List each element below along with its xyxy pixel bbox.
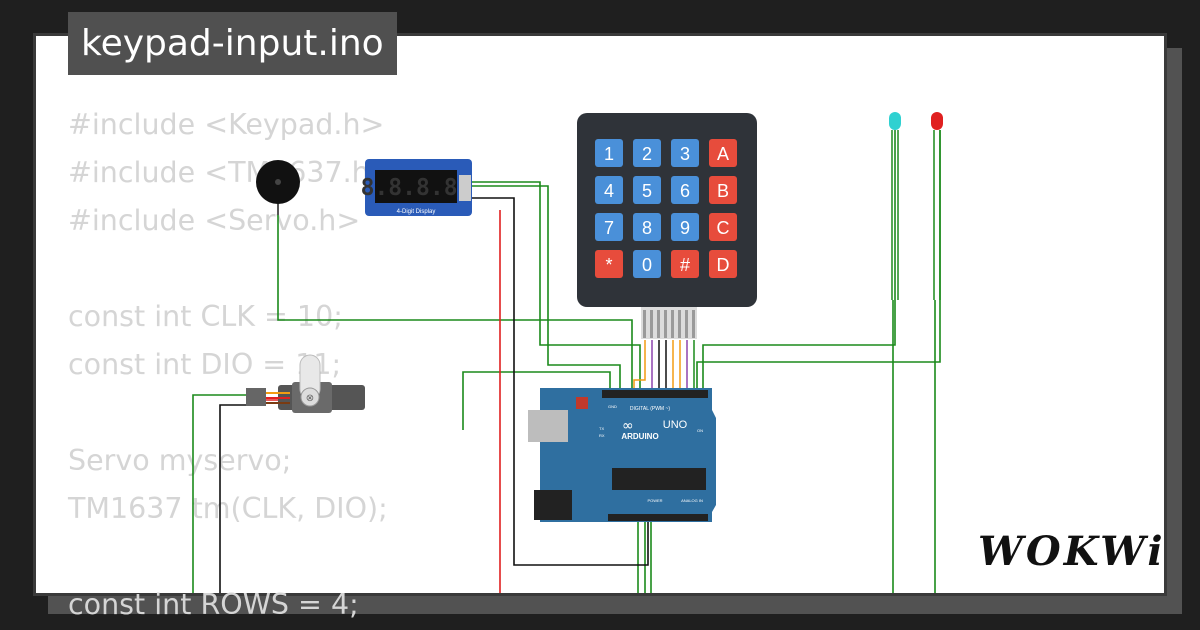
code-preview: #include <Keypad.h>#include <TM1637.h>#i… xyxy=(68,101,394,629)
code-line: const int CLK = 10; xyxy=(68,300,343,333)
keypad-key[interactable]: B xyxy=(709,176,737,204)
svg-text:TX: TX xyxy=(599,426,604,431)
key-label: 7 xyxy=(604,218,614,238)
display-digits: 8.8.8.8. xyxy=(361,175,472,201)
servo-motor[interactable]: ⊗ xyxy=(246,354,365,413)
keypad-wires xyxy=(633,340,695,392)
svg-text:∞: ∞ xyxy=(622,418,634,434)
keypad-key[interactable]: * xyxy=(595,250,623,278)
key-label: B xyxy=(717,181,729,201)
keypad-key[interactable]: 4 xyxy=(595,176,623,204)
keypad-key[interactable]: 2 xyxy=(633,139,661,167)
code-line: const int ROWS = 4; xyxy=(68,588,359,621)
project-title[interactable]: keypad-input.ino xyxy=(68,12,397,75)
keypad-key[interactable]: 6 xyxy=(671,176,699,204)
key-label: 4 xyxy=(604,181,614,201)
keypad-pin xyxy=(643,310,646,338)
keypad-key[interactable]: 8 xyxy=(633,213,661,241)
code-line: TM1637 tm(CLK, DIO); xyxy=(68,492,388,525)
key-label: D xyxy=(717,255,730,275)
keypad-pin xyxy=(650,310,653,338)
svg-text:GND: GND xyxy=(608,404,617,409)
key-label: 1 xyxy=(604,144,614,164)
svg-text:DIGITAL (PWM ~): DIGITAL (PWM ~) xyxy=(630,406,670,412)
key-label: * xyxy=(605,255,612,275)
svg-text:⊗: ⊗ xyxy=(306,393,314,404)
key-label: # xyxy=(680,255,690,275)
key-label: 3 xyxy=(680,144,690,164)
key-label: A xyxy=(717,144,729,164)
key-label: 9 xyxy=(680,218,690,238)
code-line: Servo myservo; xyxy=(68,444,292,477)
keypad-key[interactable]: 5 xyxy=(633,176,661,204)
key-label: 0 xyxy=(642,255,652,275)
keypad-key[interactable]: D xyxy=(709,250,737,278)
keypad-key[interactable]: 1 xyxy=(595,139,623,167)
keypad-pin xyxy=(664,310,667,338)
key-label: 6 xyxy=(680,181,690,201)
keypad-key[interactable]: 3 xyxy=(671,139,699,167)
arduino-uno[interactable]: DIGITAL (PWM ~) GND ARDUINO UNO ∞ TX RX … xyxy=(528,388,716,522)
key-label: 5 xyxy=(642,181,652,201)
svg-text:UNO: UNO xyxy=(663,419,688,431)
seven-segment-display[interactable]: 8.8.8.8. 4-Digit Display xyxy=(361,159,472,216)
svg-text:POWER: POWER xyxy=(647,498,662,503)
keypad-key[interactable]: A xyxy=(709,139,737,167)
led-cyan[interactable] xyxy=(889,112,901,300)
svg-text:RX: RX xyxy=(599,433,605,438)
membrane-keypad[interactable]: 1 2 3 A 4 5 6 B 7 8 9 C * 0 # D xyxy=(577,113,757,339)
keypad-pin xyxy=(685,310,688,338)
keypad-pin xyxy=(671,310,674,338)
led-red[interactable] xyxy=(931,112,943,300)
key-label: C xyxy=(717,218,730,238)
key-label: 2 xyxy=(642,144,652,164)
code-line: #include <Keypad.h> xyxy=(68,108,385,141)
keypad-key[interactable]: C xyxy=(709,213,737,241)
keypad-key[interactable]: 7 xyxy=(595,213,623,241)
keypad-key[interactable]: 0 xyxy=(633,250,661,278)
svg-text:ON: ON xyxy=(697,428,703,433)
keypad-pin xyxy=(692,310,695,338)
keypad-key[interactable]: # xyxy=(671,250,699,278)
wokwi-logo: WOKWi xyxy=(978,528,1166,575)
keypad-key[interactable]: 9 xyxy=(671,213,699,241)
keypad-pin xyxy=(657,310,660,338)
svg-text:ANALOG IN: ANALOG IN xyxy=(681,498,703,503)
display-label: 4-Digit Display xyxy=(397,209,436,215)
buzzer[interactable] xyxy=(256,160,300,215)
wires xyxy=(192,130,941,593)
svg-text:ARDUINO: ARDUINO xyxy=(621,432,658,441)
key-label: 8 xyxy=(642,218,652,238)
keypad-pin xyxy=(678,310,681,338)
code-line: #include <Servo.h> xyxy=(68,204,361,237)
